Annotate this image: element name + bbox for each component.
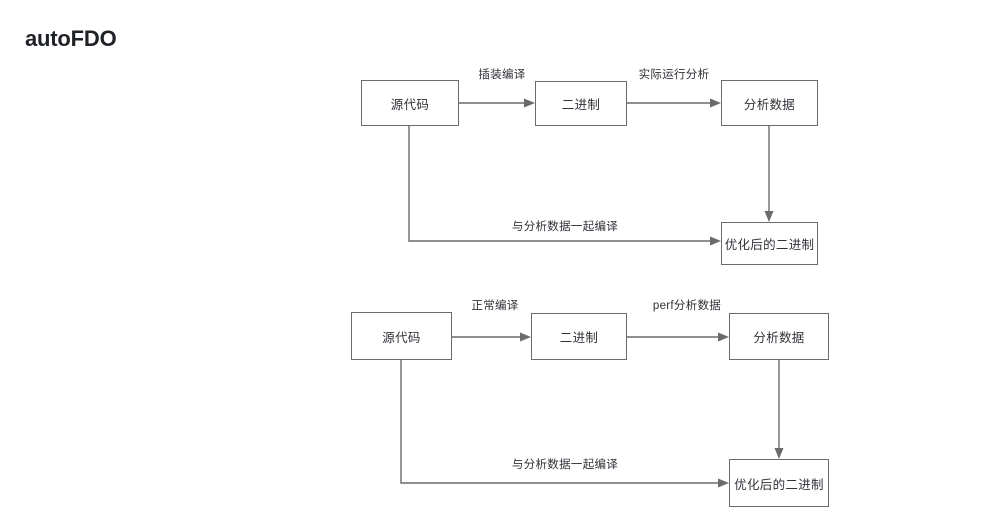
page-title: autoFDO: [25, 26, 117, 51]
node-source-code[interactable]: 源代码: [361, 80, 459, 126]
edge-label-perf-profile-data: perf分析数据: [652, 300, 722, 312]
edge-label-normal-compile: 正常编译: [471, 300, 519, 312]
edge-label-recompile-with-profile: 与分析数据一起编译: [511, 459, 619, 471]
arrowhead-source-to-binary: [520, 332, 531, 342]
arrowhead-profile-to-optimized: [774, 448, 784, 459]
node-profile-data[interactable]: 分析数据: [721, 80, 818, 126]
edge-label-instrumented-compile: 插装编译: [478, 69, 526, 81]
node-binary[interactable]: 二进制: [535, 81, 627, 126]
arrowhead-source-to-optimized: [718, 478, 729, 488]
node-source-code[interactable]: 源代码: [351, 312, 452, 360]
node-profile-data[interactable]: 分析数据: [729, 313, 829, 360]
arrowhead-binary-to-profile: [718, 332, 729, 342]
node-optimized-binary[interactable]: 优化后的二进制: [721, 222, 818, 265]
node-optimized-binary[interactable]: 优化后的二进制: [729, 459, 829, 507]
node-binary[interactable]: 二进制: [531, 313, 627, 360]
edge-label-recompile-with-profile: 与分析数据一起编译: [511, 221, 619, 233]
edge-label-actual-run-profiling: 实际运行分析: [638, 69, 710, 81]
